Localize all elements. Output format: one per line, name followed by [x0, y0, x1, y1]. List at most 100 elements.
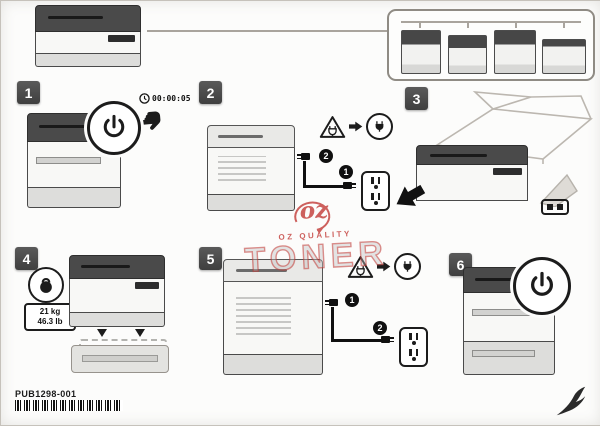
- tray-drawer-slot: [472, 349, 536, 357]
- step5-warning-row: [347, 253, 421, 280]
- step-3-number: 3: [412, 90, 421, 107]
- wall-outlet-icon: [399, 327, 428, 367]
- printer-output-slit: [430, 153, 488, 157]
- printer-body: [416, 164, 528, 201]
- model-variant-3: [494, 30, 536, 74]
- substep-number: 1: [343, 167, 349, 177]
- power-cord-plug-printer: [325, 299, 338, 306]
- printer-paper-tray: [27, 188, 121, 208]
- outlet-receptacle: [371, 177, 380, 189]
- power-button-icon: [87, 101, 141, 155]
- step2-port-substep: 2: [319, 149, 333, 163]
- barcode: [15, 400, 123, 411]
- outlet-receptacle: [409, 349, 418, 361]
- place-down-arrow: [135, 329, 145, 337]
- power-cord-horizontal: [303, 185, 343, 188]
- bracket-line: [401, 21, 581, 23]
- watermark-oz-text: oz: [299, 196, 330, 224]
- printer-output-tray-top: [223, 259, 323, 282]
- outlet-receptacle: [409, 333, 418, 345]
- weight-kg: 21 kg: [39, 307, 61, 316]
- printer-vents: [235, 294, 291, 335]
- arrow-right-icon: [377, 261, 391, 272]
- hero-printer-illustration: [35, 5, 141, 67]
- power-cord-plug-printer: [297, 153, 310, 160]
- step-6-number: 6: [456, 256, 465, 273]
- step5-outlet-substep: 2: [373, 321, 387, 335]
- printer-control-panel: [107, 34, 135, 42]
- warning-triangle-icon: [319, 115, 346, 138]
- power-symbol-icon: [103, 114, 125, 138]
- printer-output-tray-top: [207, 125, 295, 148]
- hold-timer: 00:00:05: [139, 93, 191, 104]
- unpack-direction-arrow: [396, 184, 426, 206]
- step-3-badge: 3: [405, 87, 428, 110]
- printer-output-slit: [474, 277, 522, 281]
- step-1-number: 1: [24, 84, 33, 101]
- printer-paper-tray: [35, 53, 141, 67]
- step-4-number: 4: [22, 250, 31, 267]
- bracket-tick-1: [419, 21, 421, 28]
- printer-control-panel: [493, 167, 522, 175]
- printer-output-slit: [81, 265, 131, 269]
- outlet-receptacle: [371, 193, 380, 205]
- clock-icon: [139, 93, 150, 104]
- step5-port-substep: 1: [345, 293, 359, 307]
- step-1-badge: 1: [17, 81, 40, 104]
- bracket-tick-2: [467, 21, 469, 28]
- model-overview-box: [387, 9, 595, 81]
- printer-scanner-top: [69, 255, 165, 279]
- hold-timer-value: 00:00:05: [152, 94, 191, 103]
- publication-number: PUB1298-001: [15, 389, 77, 399]
- printer-body: [223, 281, 323, 356]
- printer-body: [69, 278, 165, 314]
- substep-number: 1: [349, 295, 355, 305]
- substep-number: 2: [377, 323, 383, 333]
- bracket-tick-3: [515, 21, 517, 28]
- printer-paper-tray: [463, 341, 555, 375]
- weight-lb: 46.3 lb: [37, 317, 63, 326]
- printer-body: [207, 147, 295, 195]
- printer-scanner-top: [416, 145, 528, 165]
- substep-number: 2: [323, 151, 329, 161]
- weight-spec-box: 21 kg 46.3 lb: [24, 303, 76, 331]
- printer-scanner-top: [35, 5, 141, 32]
- printer-paper-tray: [69, 313, 165, 327]
- power-cord-vertical: [303, 161, 306, 185]
- step5-printer-illustration: [223, 259, 323, 375]
- printer-output-slit: [235, 268, 287, 272]
- power-button-icon: [513, 257, 571, 315]
- printer-output-tray: [36, 157, 101, 165]
- printer-body: [35, 31, 141, 54]
- printer-output-slit: [218, 134, 264, 138]
- power-cord-vertical: [331, 307, 334, 339]
- arrow-right-icon: [349, 121, 363, 132]
- bracket-tick-4: [563, 21, 565, 28]
- step-4-badge: 4: [15, 247, 38, 270]
- press-hand-icon: [139, 111, 161, 130]
- grounded-outlet-icon: [366, 113, 393, 140]
- power-cord-plug-outlet: [343, 182, 356, 189]
- optional-tray-base: [71, 345, 169, 373]
- step2-outlet-substep: 1: [339, 165, 353, 179]
- step2-warning-row: [319, 113, 393, 140]
- model-variant-1: [401, 30, 441, 74]
- plug-glyph-icon: [375, 121, 384, 132]
- weight-kettlebell-icon: [28, 267, 64, 303]
- wall-outlet-icon: [361, 171, 390, 211]
- hummingbird-logo: [556, 386, 586, 416]
- model-variant-4: [542, 39, 586, 74]
- step-5-badge: 5: [199, 247, 222, 270]
- printer-paper-tray: [207, 194, 295, 211]
- grounded-outlet-icon: [394, 253, 421, 280]
- step-2-number: 2: [206, 84, 215, 101]
- printer-control-panel: [134, 281, 159, 289]
- tray-drawer-slot: [81, 355, 159, 363]
- printer-output-slit: [39, 125, 87, 129]
- step4-printer-illustration: [69, 255, 165, 327]
- watermark-quality-text: OZ QUALITY: [278, 229, 353, 242]
- plug-glyph-icon: [403, 261, 412, 272]
- printer-output-slit: [48, 16, 103, 20]
- step-2-badge: 2: [199, 81, 222, 104]
- step2-printer-illustration: [207, 125, 295, 211]
